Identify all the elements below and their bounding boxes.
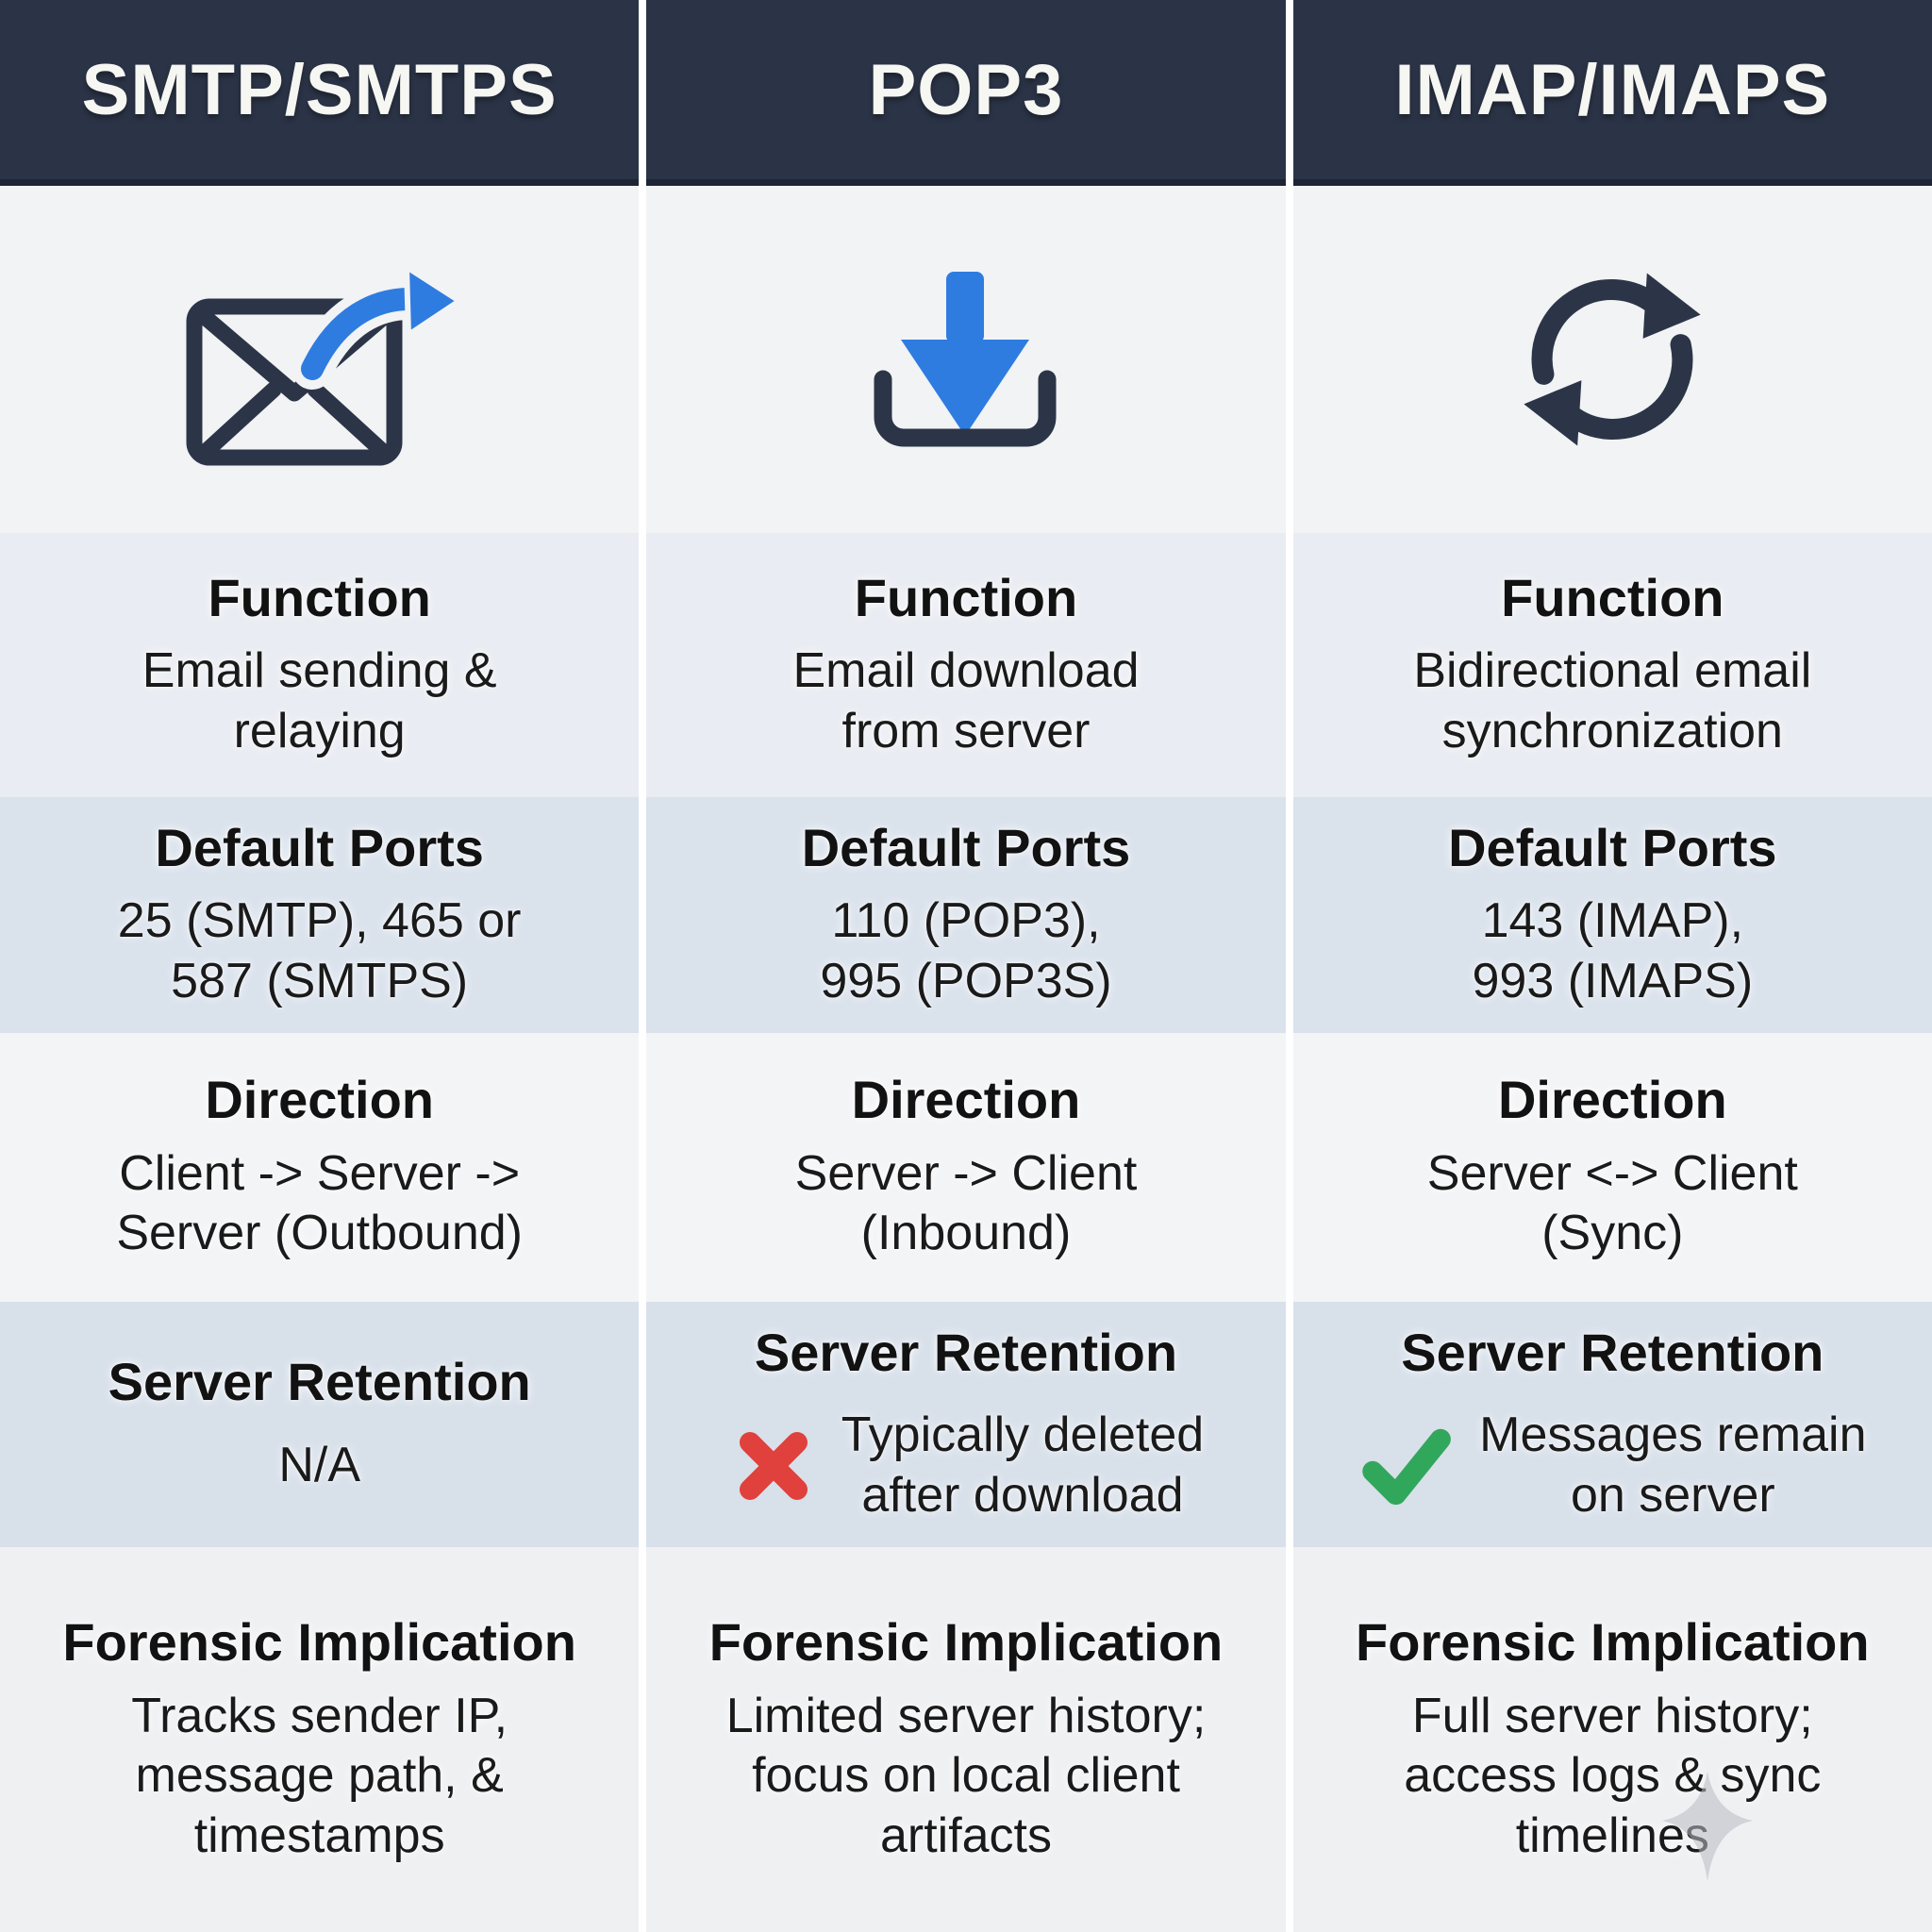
smtp-retention-cell: Server Retention N/A: [0, 1302, 640, 1547]
imap-ports-label: Default Ports: [1448, 817, 1777, 877]
smtp-direction-label: Direction: [205, 1070, 435, 1130]
pop3-direction-label: Direction: [851, 1070, 1081, 1130]
column-imap: IMAP/IMAPS Function Bidirectional email …: [1292, 0, 1932, 1932]
pop3-ports-label: Default Ports: [801, 817, 1131, 877]
pop3-ports-cell: Default Ports 110 (POP3), 995 (POP3S): [646, 797, 1286, 1033]
email-send-icon: [186, 261, 461, 466]
imap-retention-label: Server Retention: [1401, 1322, 1824, 1382]
imap-ports-cell: Default Ports 143 (IMAP), 993 (IMAPS): [1292, 797, 1932, 1033]
imap-forensic-label: Forensic Implication: [1356, 1612, 1870, 1673]
smtp-forensic-label: Forensic Implication: [62, 1612, 576, 1673]
imap-forensic-cell: Forensic Implication Full server history…: [1292, 1547, 1932, 1932]
pop3-function-label: Function: [854, 567, 1078, 627]
cross-icon: [728, 1421, 819, 1511]
imap-function-cell: Function Bidirectional email synchroniza…: [1292, 533, 1932, 797]
pop3-retention-cell: Server Retention Typically deleted after…: [646, 1302, 1286, 1547]
imap-retention-body: Messages remain on server: [1358, 1406, 1867, 1525]
imap-ports-value: 143 (IMAP), 993 (IMAPS): [1472, 893, 1754, 1008]
pop3-ports-value: 110 (POP3), 995 (POP3S): [820, 893, 1112, 1008]
imap-direction-label: Direction: [1497, 1070, 1727, 1130]
pop3-forensic-label: Forensic Implication: [708, 1612, 1224, 1673]
check-icon: [1358, 1421, 1457, 1511]
imap-icon-cell: [1292, 186, 1932, 533]
pop3-retention-body: Typically deleted after download: [728, 1406, 1204, 1525]
pop3-direction-value: Server -> Client (Inbound): [794, 1145, 1138, 1261]
smtp-ports-label: Default Ports: [155, 817, 484, 877]
smtp-function-value: Email sending & relaying: [142, 643, 497, 758]
pop3-header-label: POP3: [868, 49, 1064, 130]
download-icon: [874, 272, 1057, 447]
pop3-forensic-cell: Forensic Implication Limited server hist…: [646, 1547, 1286, 1932]
imap-retention-cell: Server Retention Messages remain on serv…: [1292, 1302, 1932, 1547]
pop3-function-value: Email download from server: [792, 643, 1140, 758]
pop3-retention-label: Server Retention: [754, 1322, 1178, 1382]
smtp-function-cell: Function Email sending & relaying: [0, 533, 640, 797]
pop3-function-cell: Function Email download from server: [646, 533, 1286, 797]
smtp-retention-value: N/A: [278, 1438, 360, 1493]
imap-header-label: IMAP/IMAPS: [1394, 49, 1831, 130]
smtp-header: SMTP/SMTPS: [0, 0, 640, 186]
imap-function-label: Function: [1501, 567, 1724, 627]
sync-icon: [1524, 273, 1701, 446]
imap-direction-cell: Direction Server <-> Client (Sync): [1292, 1033, 1932, 1302]
smtp-direction-value: Client -> Server -> Server (Outbound): [116, 1145, 523, 1261]
smtp-forensic-value: Tracks sender IP, message path, & timest…: [131, 1688, 508, 1863]
imap-direction-value: Server <-> Client (Sync): [1426, 1145, 1798, 1261]
smtp-forensic-cell: Forensic Implication Tracks sender IP, m…: [0, 1547, 640, 1932]
smtp-header-label: SMTP/SMTPS: [81, 49, 558, 130]
pop3-icon-cell: [646, 186, 1286, 533]
smtp-retention-body: N/A: [278, 1436, 360, 1495]
imap-header: IMAP/IMAPS: [1292, 0, 1932, 186]
pop3-retention-value: Typically deleted after download: [841, 1407, 1205, 1523]
smtp-ports-value: 25 (SMTP), 465 or 587 (SMTPS): [117, 893, 522, 1008]
column-pop3: POP3 Function Email download from server…: [646, 0, 1286, 1932]
smtp-retention-label: Server Retention: [108, 1352, 531, 1412]
pop3-forensic-value: Limited server history; focus on local c…: [725, 1688, 1207, 1863]
smtp-icon-cell: [0, 186, 640, 533]
imap-function-value: Bidirectional email synchronization: [1413, 643, 1812, 758]
smtp-direction-cell: Direction Client -> Server -> Server (Ou…: [0, 1033, 640, 1302]
smtp-ports-cell: Default Ports 25 (SMTP), 465 or 587 (SMT…: [0, 797, 640, 1033]
imap-retention-value: Messages remain on server: [1479, 1407, 1867, 1523]
smtp-function-label: Function: [208, 567, 431, 627]
imap-forensic-value: Full server history; access logs & sync …: [1404, 1688, 1822, 1863]
pop3-header: POP3: [646, 0, 1286, 186]
pop3-direction-cell: Direction Server -> Client (Inbound): [646, 1033, 1286, 1302]
column-smtp: SMTP/SMTPS Function Email sending & rela…: [0, 0, 640, 1932]
